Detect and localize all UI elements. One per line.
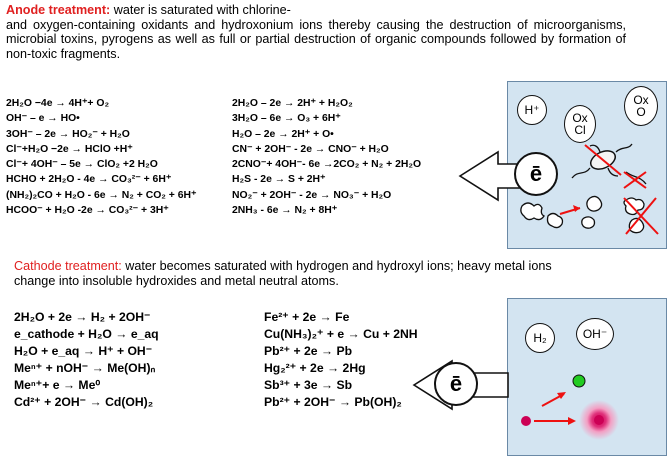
chlorine-oxidant-icon: Ox Cl [564,105,596,143]
magenta-dot-icon [521,416,531,426]
crossed-microbe-icon [623,171,647,189]
equation: H₂O – 2e → 2H⁺ + O• [232,128,334,140]
equation: 2H₂O −4e → 4H⁺+ O₂ [6,98,110,109]
equation: e_cathode + H₂O → e_aq [14,327,159,342]
equation: Pb²⁺ + 2e → Pb [264,344,353,359]
equation: 2H₂O – 2e → 2H⁺ + H₂O₂ [232,98,353,109]
equation: HCOO⁻ + H₂O -2e → CO₃²⁻ + 3H⁺ [6,205,169,217]
cathode-equations-left: 2H₂O + 2e → H₂ + 2OH⁻ e_cathode + H₂O → … [14,309,159,412]
anode-equations-left: 2H₂O −4e → 4H⁺+ O₂ OH⁻ – e → HO• 3OH⁻ – … [6,96,197,218]
equation: 2H₂O + 2e → H₂ + 2OH⁻ [14,310,151,324]
microbe-icon [571,143,633,179]
equation: OH⁻ – e → HO• [6,113,80,125]
cathode-text: water becomes saturated with hydrogen an… [14,259,552,288]
equation: 3OH⁻ – 2e → HO₂⁻ + H₂O [6,128,130,140]
h-plus-ion-icon: H⁺ [517,95,547,125]
equation: Hg₂²⁺ + 2e → 2Hg [264,361,366,376]
equation: Cu(NH₃)₂⁺ + e → Cu + 2NH [264,327,418,342]
equation: Cd²⁺ + 2OH⁻ → Cd(OH)₂ [14,395,154,410]
cathode-description: Cathode treatment: water becomes saturat… [14,259,562,288]
anode-text-rest: and oxygen-containing oxidants and hydro… [6,17,626,61]
electron-icon: ē [514,152,558,196]
anode-text-line1: water is saturated with chlorine- [110,3,291,17]
equation: H₂S - 2e → S + 2H⁺ [232,174,326,186]
equation: Pb²⁺ + 2OH⁻ → Pb(OH)₂ [264,395,402,410]
equation: Sb³⁺ + 3e → Sb [264,378,353,393]
cathode-heading: Cathode treatment: [14,259,122,273]
equation: Cl⁻+ 4OH⁻ – 5e → ClO₂ +2 H₂O [6,159,158,171]
equation: 3H₂O – 6e → O₃ + 6H⁺ [232,113,341,125]
cathode-equations-right: Fe²⁺ + 2e → Fe Cu(NH₃)₂⁺ + e → Cu + 2NH … [264,309,418,412]
equation: Meⁿ⁺+ e → Me⁰ [14,378,101,393]
equation: HCHO + 2H₂O - 4e → CO₃²⁻ + 6H⁺ [6,174,172,186]
equation: Fe²⁺ + 2e → Fe [264,310,350,324]
equation: NO₂⁻ + 2OH⁻ - 2e → NO₃⁻ + H₂O [232,189,392,201]
equation: CN⁻ + 2OH⁻ - 2e → CNO⁻ + H₂O [232,143,389,155]
electron-icon: ē [434,362,478,406]
anode-equations-right: 2H₂O – 2e → 2H⁺ + H₂O₂ 3H₂O – 6e → O₃ + … [232,96,421,218]
oxygen-oxidant-icon: Ox O [624,86,658,126]
anode-heading: Anode treatment: [6,3,111,17]
anode-description: Anode treatment: water is saturated with… [6,3,626,61]
equation: 2CNO⁻+ 4OH⁻- 6e →2CO₂ + N₂ + 2H₂O [232,159,422,171]
equation: H₂O + e_aq → H⁺ + OH⁻ [14,344,153,359]
h2-molecule-icon: H₂ [525,323,555,353]
equation: (NH₂)₂CO + H₂O - 6e → N₂ + CO₂ + 6H⁺ [6,189,197,201]
equation: Cl⁻+H₂O −2e → HClO +H⁺ [6,143,133,155]
green-dot-icon [572,374,586,388]
hydroxyl-ion-icon: OH⁻ [576,318,614,350]
equation: Meⁿ⁺ + nOH⁻ → Me(OH)ₙ [14,361,156,376]
equation: 2NH₃ - 6e → N₂ + 8H⁺ [232,205,338,217]
